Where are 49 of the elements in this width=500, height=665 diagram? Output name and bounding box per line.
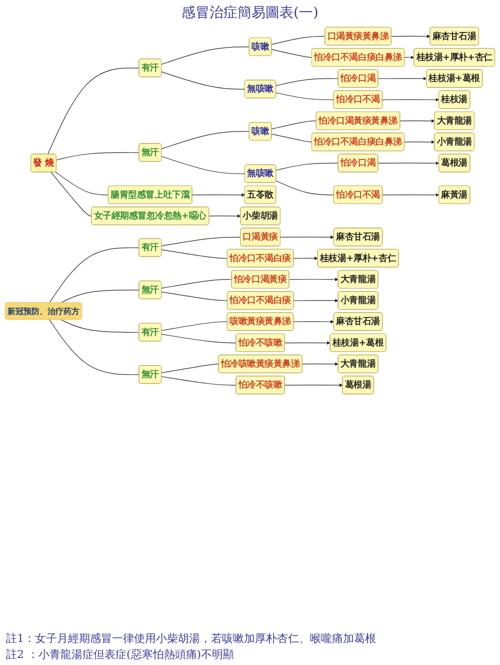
connector bbox=[161, 249, 228, 259]
footnote: 註1：女子月經期感冒一律使用小柴胡湯，若咳嗽加厚朴杏仁、喉嚨痛加葛根 bbox=[6, 631, 377, 646]
connector bbox=[161, 279, 232, 289]
connector bbox=[161, 156, 246, 174]
connector bbox=[161, 334, 236, 344]
connector bbox=[161, 376, 236, 386]
connector bbox=[161, 236, 241, 246]
arrow bbox=[382, 98, 440, 102]
connector bbox=[271, 36, 326, 45]
arrow bbox=[400, 119, 435, 123]
connector bbox=[47, 68, 140, 155]
arrow bbox=[208, 214, 241, 218]
connector bbox=[161, 131, 250, 150]
arrow bbox=[302, 362, 338, 366]
connector bbox=[271, 120, 317, 130]
arrow bbox=[288, 278, 338, 282]
arrow bbox=[391, 34, 430, 38]
connector bbox=[276, 180, 334, 196]
arrow bbox=[293, 320, 334, 324]
connector bbox=[276, 162, 339, 171]
connector bbox=[161, 72, 246, 90]
connector bbox=[276, 92, 334, 100]
arrow bbox=[293, 256, 318, 260]
connector bbox=[271, 134, 312, 142]
arrow bbox=[378, 76, 427, 80]
connector bbox=[56, 152, 140, 160]
arrow bbox=[284, 341, 330, 345]
connector bbox=[276, 78, 339, 86]
connector bbox=[271, 49, 312, 58]
connector bbox=[55, 172, 109, 196]
footnote: 註2 ：小青龍湯症但表症(惡寒怕熱頭痛)不明顯 bbox=[6, 647, 236, 662]
arrow bbox=[192, 193, 246, 197]
arrow bbox=[293, 298, 338, 302]
connector bbox=[49, 247, 140, 304]
connector bbox=[161, 321, 228, 331]
connector bbox=[161, 364, 219, 374]
connector bbox=[60, 290, 140, 304]
connector bbox=[161, 46, 250, 65]
arrow bbox=[378, 161, 440, 165]
connector bbox=[50, 172, 92, 216]
arrow bbox=[284, 383, 343, 387]
connector bbox=[60, 319, 140, 333]
arrow bbox=[404, 140, 435, 144]
arrow bbox=[382, 193, 440, 197]
connector bbox=[49, 319, 140, 375]
connector bbox=[161, 292, 228, 301]
arrow bbox=[404, 56, 414, 60]
arrow bbox=[280, 235, 334, 239]
chart-title: 感冒治症簡易圖表(一) bbox=[182, 4, 318, 22]
